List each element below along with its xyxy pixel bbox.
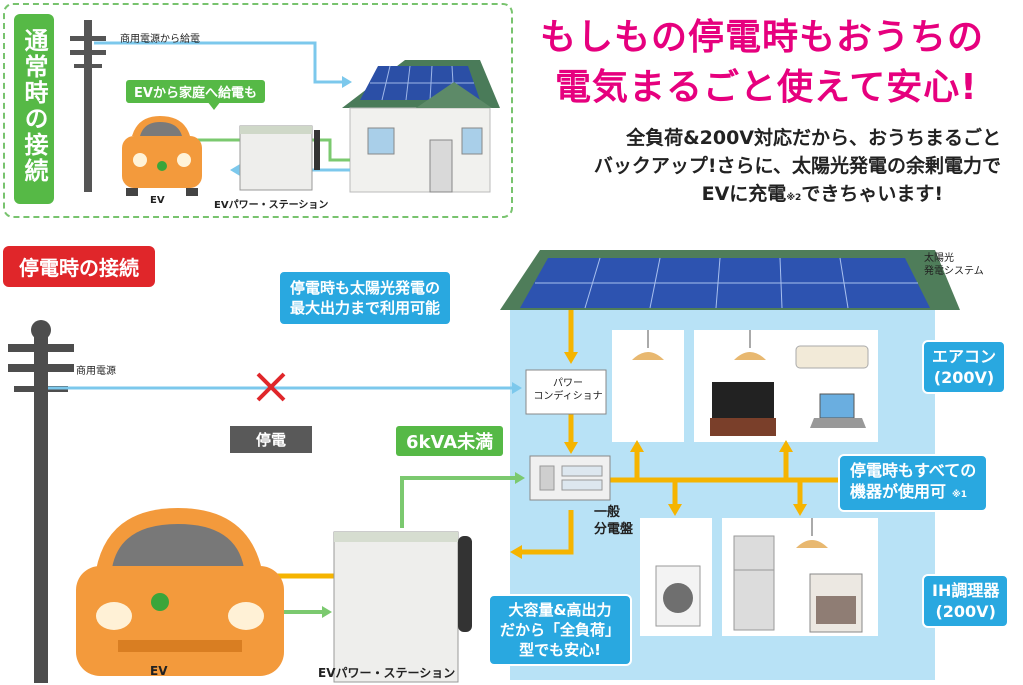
outage-station-label: EVパワー・ステーション bbox=[318, 666, 456, 680]
washing-machine-icon bbox=[655, 565, 701, 627]
laptop-icon bbox=[810, 393, 866, 428]
television-icon bbox=[710, 382, 776, 436]
all-devices-callout: 停電時もすべての 機器が使用可 ※1 bbox=[838, 454, 989, 512]
capacity-line1: 大容量&高出力 bbox=[508, 601, 612, 619]
ceiling-light-icon bbox=[796, 518, 828, 548]
outage-x-icon bbox=[256, 372, 286, 402]
subtext-line3b: できちゃいます! bbox=[801, 183, 943, 205]
subtext-note: ※2 bbox=[786, 193, 802, 203]
subtext-line3a: EVに充電 bbox=[701, 183, 787, 205]
refrigerator-icon bbox=[733, 535, 775, 631]
normal-connection-diagram bbox=[70, 20, 500, 196]
aircon-callout: エアコン (200V) bbox=[922, 340, 1007, 394]
solar-system-label: 太陽光 発電システム bbox=[924, 252, 984, 278]
normal-connection-panel bbox=[3, 3, 513, 218]
grid-feed-arrow bbox=[94, 41, 342, 84]
ih-callout: IH調理器 (200V) bbox=[922, 574, 1010, 628]
house-icon bbox=[342, 60, 500, 193]
solar-label-line1: 太陽光 bbox=[924, 253, 954, 264]
solar-callout-line2: 最大出力まで利用可能 bbox=[290, 299, 441, 317]
outage-title: 停電時の接続 bbox=[3, 246, 155, 287]
headline-line1: もしもの停電時もおうちの bbox=[540, 17, 985, 58]
ceiling-light-icon bbox=[632, 330, 664, 360]
ev-car-small-icon bbox=[122, 116, 202, 196]
headline-line2: 電気まるごと使えて安心! bbox=[555, 67, 978, 108]
aircon-line2: (200V) bbox=[933, 368, 995, 387]
solar-callout-line1: 停電時も太陽光発電の bbox=[290, 279, 441, 297]
capacity-line2: だから「全負荷」 bbox=[500, 621, 621, 639]
ceiling-light-icon bbox=[734, 330, 766, 360]
outage-label: 停電 bbox=[230, 426, 313, 453]
ev-to-panel-line bbox=[400, 476, 515, 528]
all-devices-note: ※1 bbox=[952, 490, 968, 500]
subtext-line3: EVに充電※2できちゃいます! bbox=[702, 180, 943, 212]
utility-pole-large-icon bbox=[8, 320, 74, 683]
ih-cooker-icon bbox=[809, 573, 863, 633]
grid-label: 商用電源 bbox=[76, 366, 116, 377]
ev-car-large-icon bbox=[76, 508, 284, 676]
solar-label-line2: 発電システム bbox=[924, 266, 984, 277]
capacity-callout: 大容量&高出力 だから「全負荷」 型でも安心! bbox=[488, 594, 633, 666]
all-devices-line2-wrap: 機器が使用可 ※1 bbox=[850, 481, 976, 506]
normal-connection-title bbox=[14, 14, 54, 204]
power-conditioner-box bbox=[525, 369, 607, 415]
kva-tag: 6kVA未満 bbox=[396, 426, 504, 456]
normal-station-label: EVパワー・ステーション bbox=[214, 200, 329, 211]
pcs-line1: パワー bbox=[553, 378, 583, 389]
normal-connection-title-text: 通常時の接続 bbox=[20, 28, 48, 184]
capacity-line3: 型でも安心! bbox=[519, 641, 601, 659]
ih-line2: (200V) bbox=[935, 602, 996, 621]
normal-ev-label: EV bbox=[150, 195, 165, 206]
solar-callout: 停電時も太陽光発電の 最大出力まで利用可能 bbox=[278, 270, 453, 326]
pcs-line2: コンディショナ bbox=[533, 391, 603, 402]
ih-line1: IH調理器 bbox=[932, 581, 1000, 600]
power-station-small-icon bbox=[239, 125, 320, 191]
panel-label-line2: 分電盤 bbox=[594, 522, 634, 537]
distribution-panel-icon bbox=[529, 455, 611, 501]
subtext-line1: 全負荷&200V対応だから、おうちまるごと bbox=[626, 127, 1001, 149]
outage-ev-label: EV bbox=[150, 664, 168, 678]
normal-grid-label: 商用電源から給電 bbox=[120, 34, 200, 45]
subtext-line2: バックアップ!さらに、太陽光発電の余剰電力で bbox=[593, 155, 1001, 177]
ev-to-home-tag: EVから家庭へ給電も bbox=[126, 80, 265, 103]
power-conditioner-label: パワー コンディショナ bbox=[530, 377, 606, 403]
utility-pole-icon bbox=[70, 20, 106, 192]
all-devices-line2: 機器が使用可 bbox=[850, 482, 947, 501]
panel-label: 一般 分電盤 bbox=[594, 504, 633, 538]
air-conditioner-icon bbox=[795, 345, 869, 369]
all-devices-line1: 停電時もすべての bbox=[850, 461, 977, 480]
power-station-large-icon bbox=[333, 531, 472, 683]
panel-label-line1: 一般 bbox=[594, 505, 621, 520]
aircon-line1: エアコン bbox=[932, 347, 997, 366]
